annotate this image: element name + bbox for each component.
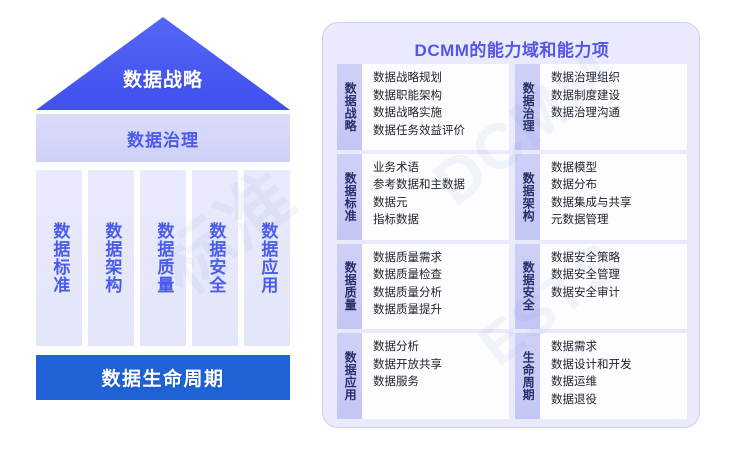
house-roof: 数据战略 [36, 17, 290, 110]
domain-item: 数据退役 [551, 393, 597, 406]
domain-label-text: 数据安全 [521, 261, 536, 312]
domain-label: 生命周期 [515, 333, 540, 419]
domain-item: 数据战略实施 [373, 107, 442, 119]
roof-triangle-icon [36, 17, 290, 110]
pillar-label: 数据架构 [102, 222, 122, 294]
domain-cell-data-architecture: 数据架构 数据模型 数据分布 数据集成与共享 元数据管理 [515, 153, 687, 240]
domain-item: 业务术语 [373, 161, 419, 174]
panel-title: DCMM的能力域和能力项 [414, 41, 610, 60]
domain-label-text: 数据治理 [521, 81, 536, 132]
domain-item: 数据安全管理 [551, 269, 620, 281]
domain-item: 数据模型 [551, 161, 597, 174]
house-governance-band: 数据治理 [36, 114, 290, 162]
domain-cell-data-lifecycle: 生命周期 数据需求 数据设计和开发 数据运维 数据退役 [515, 333, 687, 419]
domain-item: 数据质量提升 [373, 304, 442, 316]
pillar-label: 数据标准 [50, 222, 70, 294]
domain-cell-data-application: 数据应用 数据分析 数据开放共享 数据服务 [337, 333, 509, 419]
dcmm-capability-panel: DCMM的能力域和能力项 数据战略 数据战略规划 数据职能架构 数据战略实施 数… [322, 22, 700, 428]
roof-label: 数据战略 [122, 70, 203, 91]
domain-item-list: 数据模型 数据分布 数据集成与共享 元数据管理 [540, 154, 687, 240]
house-foundation-bar: 数据生命周期 [36, 355, 290, 400]
domain-item: 数据开放共享 [373, 358, 442, 371]
domain-item-list: 数据质量需求 数据质量检查 数据质量分析 数据质量提升 [362, 244, 509, 330]
domain-item: 数据战略规划 [373, 72, 442, 84]
domain-item-list: 数据需求 数据设计和开发 数据运维 数据退役 [540, 333, 687, 419]
domain-item: 数据服务 [373, 376, 419, 389]
domain-item: 数据设计和开发 [551, 358, 632, 371]
governance-label: 数据治理 [127, 130, 199, 150]
domain-label-text: 数据质量 [343, 261, 358, 312]
domain-item: 数据质量分析 [373, 286, 442, 299]
foundation-label: 数据生命周期 [101, 369, 225, 390]
pillar-label: 数据安全 [206, 222, 226, 294]
pillar-data-application: 数据应用 [244, 170, 290, 346]
domain-label: 数据架构 [515, 153, 540, 240]
domain-item: 数据元 [373, 196, 408, 209]
domain-item: 数据质量需求 [373, 251, 442, 264]
domain-item: 数据治理组织 [551, 72, 620, 84]
domain-item: 数据质量检查 [373, 269, 442, 281]
domain-item-list: 数据战略规划 数据职能架构 数据战略实施 数据任务效益评价 [362, 64, 509, 150]
domain-label: 数据安全 [515, 243, 540, 330]
domain-label: 数据战略 [337, 64, 362, 150]
capability-domain-grid: 数据战略 数据战略规划 数据职能架构 数据战略实施 数据任务效益评价 数据治理 … [337, 64, 687, 419]
pillar-data-architecture: 数据架构 [88, 170, 134, 346]
domain-label: 数据质量 [337, 243, 362, 330]
pillar-label: 数据应用 [258, 222, 278, 294]
domain-item-list: 数据治理组织 数据制度建设 数据治理沟通 [540, 64, 687, 150]
domain-label-text: 数据应用 [343, 351, 358, 402]
house-pillars: 数据标准 数据架构 数据质量 数据安全 数据应用 [36, 170, 290, 346]
domain-item-list: 业务术语 参考数据和主数据 数据元 指标数据 [362, 154, 509, 240]
domain-item: 数据任务效益评价 [373, 124, 465, 137]
domain-item: 数据需求 [551, 341, 597, 354]
domain-item: 数据安全审计 [551, 286, 620, 299]
domain-cell-data-governance: 数据治理 数据治理组织 数据制度建设 数据治理沟通 [515, 64, 687, 150]
pillar-data-quality: 数据质量 [140, 170, 186, 346]
domain-item-list: 数据安全策略 数据安全管理 数据安全审计 [540, 244, 687, 330]
domain-label-text: 数据标准 [343, 171, 358, 222]
domain-item: 数据运维 [551, 376, 597, 389]
domain-label: 数据治理 [515, 64, 540, 150]
domain-item: 数据分析 [373, 341, 419, 354]
domain-item: 指标数据 [373, 214, 419, 227]
domain-item: 数据治理沟通 [551, 107, 620, 119]
domain-item-list: 数据分析 数据开放共享 数据服务 [362, 333, 509, 419]
domain-item: 数据安全策略 [551, 251, 620, 264]
domain-item: 参考数据和主数据 [373, 179, 465, 192]
domain-item: 数据集成与共享 [551, 196, 632, 209]
domain-cell-data-security: 数据安全 数据安全策略 数据安全管理 数据安全审计 [515, 243, 687, 330]
domain-item: 元数据管理 [551, 214, 609, 227]
domain-item: 数据分布 [551, 179, 597, 192]
domain-label-text: 生命周期 [521, 351, 536, 402]
domain-cell-data-standard: 数据标准 业务术语 参考数据和主数据 数据元 指标数据 [337, 153, 509, 240]
domain-label-text: 数据战略 [343, 81, 358, 132]
domain-label: 数据应用 [337, 333, 362, 419]
domain-label: 数据标准 [337, 153, 362, 240]
dcmm-house-diagram: 数据战略 数据治理 数据标准 数据架构 数据质量 数据安全 数据应用 数据生命周… [0, 0, 318, 451]
pillar-data-security: 数据安全 [192, 170, 238, 346]
domain-item: 数据制度建设 [551, 89, 620, 102]
domain-cell-data-strategy: 数据战略 数据战略规划 数据职能架构 数据战略实施 数据任务效益评价 [337, 64, 509, 150]
domain-label-text: 数据架构 [521, 171, 536, 222]
pillar-data-standard: 数据标准 [36, 170, 82, 346]
domain-item: 数据职能架构 [373, 89, 442, 102]
pillar-label: 数据质量 [154, 222, 174, 294]
domain-cell-data-quality: 数据质量 数据质量需求 数据质量检查 数据质量分析 数据质量提升 [337, 243, 509, 330]
